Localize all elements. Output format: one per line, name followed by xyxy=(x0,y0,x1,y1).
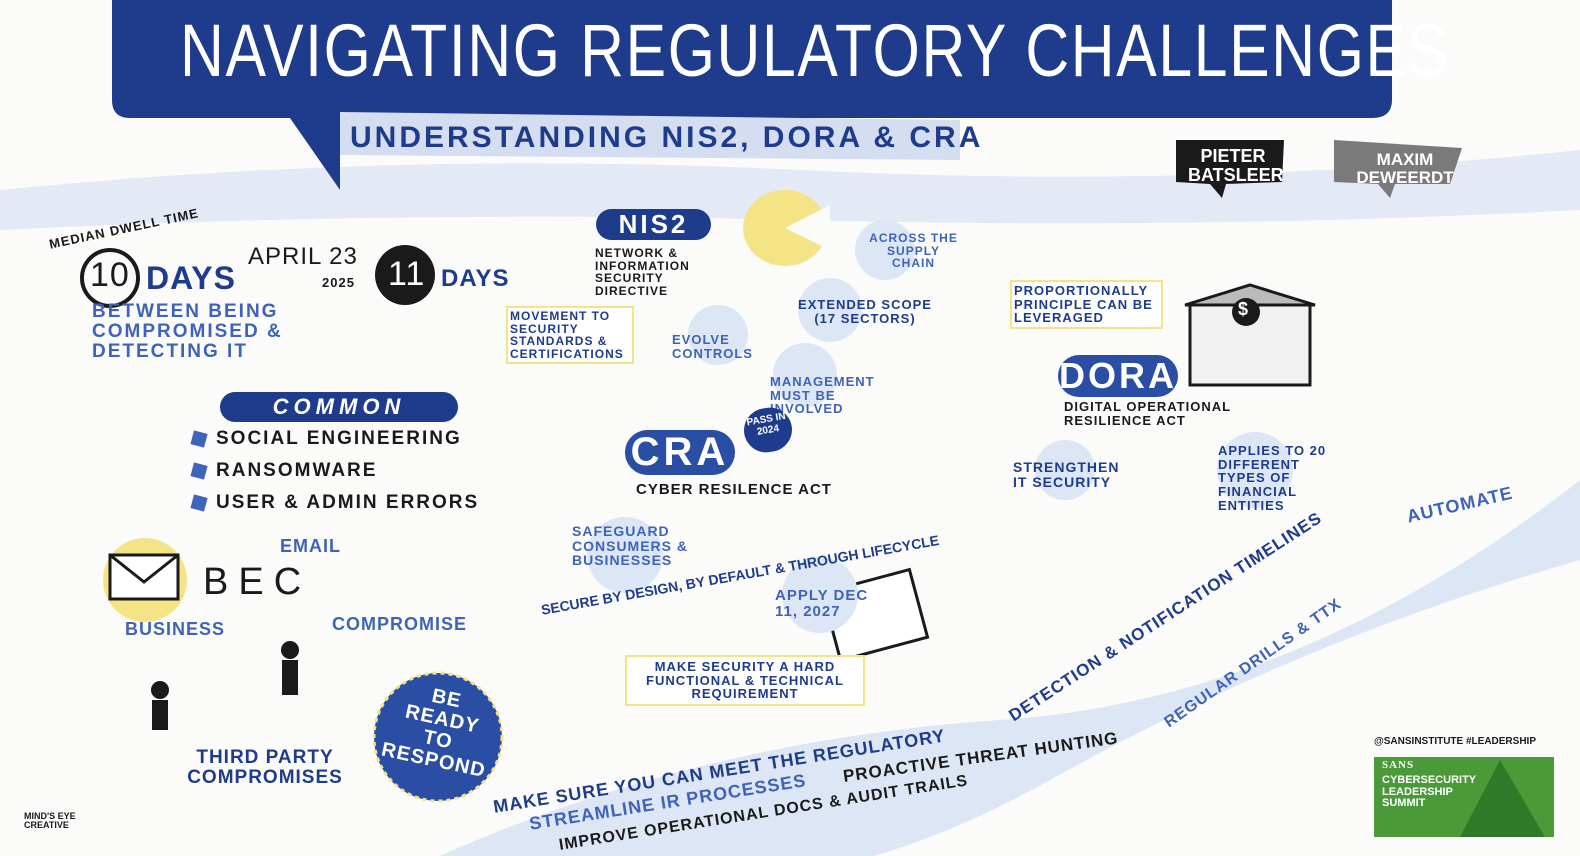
bec-business: BUSINESS xyxy=(125,619,226,639)
year: 2025 xyxy=(322,275,355,290)
dora-strengthen: STRENGTHEN IT SECURITY xyxy=(1013,459,1120,490)
summit-logo-text: CYBERSECURITY LEADERSHIP SUMMIT xyxy=(1382,774,1476,810)
bec-email: EMAIL xyxy=(280,536,341,556)
dora-full: DIGITAL OPERATIONAL RESILIENCE ACT xyxy=(1064,399,1231,428)
dwell-after-number: 11 xyxy=(388,255,426,293)
bec-compromise: COMPROMISE xyxy=(332,614,468,634)
nis2-evolve: EVOLVE CONTROLS xyxy=(672,332,753,361)
cra-full: CYBER RESILENCE ACT xyxy=(636,481,832,498)
nis2-full: NETWORK & INFORMATION SECURITY DIRECTIVE xyxy=(595,246,690,298)
dwell-before-number: 10 xyxy=(90,256,130,294)
dora-applies: APPLIES TO 20 DIFFERENT TYPES OF FINANCI… xyxy=(1218,443,1327,513)
common-title: COMMON xyxy=(220,392,458,422)
speaker-tag: MAXIM DEWEERDT xyxy=(1356,150,1454,187)
bec-acronym: BEC xyxy=(203,561,312,603)
nis2-mgmt: MANAGEMENT MUST BE INVOLVED xyxy=(770,374,875,417)
dwell-before-unit: DAYS xyxy=(146,260,236,296)
speaker-tag: PIETER BATSLEER xyxy=(1188,146,1284,185)
cra-safeguard: SAFEGUARD CONSUMERS & BUSINESSES xyxy=(572,523,689,569)
date: APRIL 23 xyxy=(248,243,358,270)
bullet-icon xyxy=(190,494,208,512)
dollar-icon: $ xyxy=(1238,299,1250,319)
page-title: NAVIGATING REGULATORY CHALLENGES xyxy=(180,9,1450,92)
subtitle: UNDERSTANDING NIS2, DORA & CRA xyxy=(350,121,984,154)
bullet-icon xyxy=(190,462,208,480)
third-party: THIRD PARTY COMPROMISES xyxy=(187,747,343,788)
cra-title: CRA xyxy=(625,430,735,475)
nis2-title: NIS2 xyxy=(596,209,711,240)
nis2-movement: MOVEMENT TO SECURITY STANDARDS & CERTIFI… xyxy=(506,306,634,365)
cra-apply: APPLY DEC 11, 2027 xyxy=(775,587,869,620)
dora-proportional: PROPORTIONALLY PRINCIPLE CAN BE LEVERAGE… xyxy=(1010,280,1163,329)
dwell-after-unit: DAYS xyxy=(441,265,510,292)
list-item: RANSOMWARE xyxy=(190,460,479,482)
common-list: SOCIAL ENGINEERING RANSOMWARE USER & ADM… xyxy=(190,428,479,524)
dora-title: DORA xyxy=(1058,355,1178,397)
sans-logo-brand: SANS xyxy=(1382,759,1415,771)
list-item: SOCIAL ENGINEERING xyxy=(190,428,479,450)
list-item: USER & ADMIN ERRORS xyxy=(190,492,479,514)
dwell-description: BETWEEN BEING COMPROMISED & DETECTING IT xyxy=(92,301,283,362)
cra-requirement: MAKE SECURITY A HARD FUNCTIONAL & TECHNI… xyxy=(625,655,865,706)
social-handle: @SANSINSTITUTE #LEADERSHIP xyxy=(1374,736,1536,747)
nis2-scope: EXTENDED SCOPE (17 SECTORS) xyxy=(798,297,932,326)
nis2-supply: ACROSS THE SUPPLY CHAIN xyxy=(869,231,958,271)
bullet-icon xyxy=(190,430,208,448)
artist-logo: MIND'S EYE CREATIVE xyxy=(24,811,76,831)
